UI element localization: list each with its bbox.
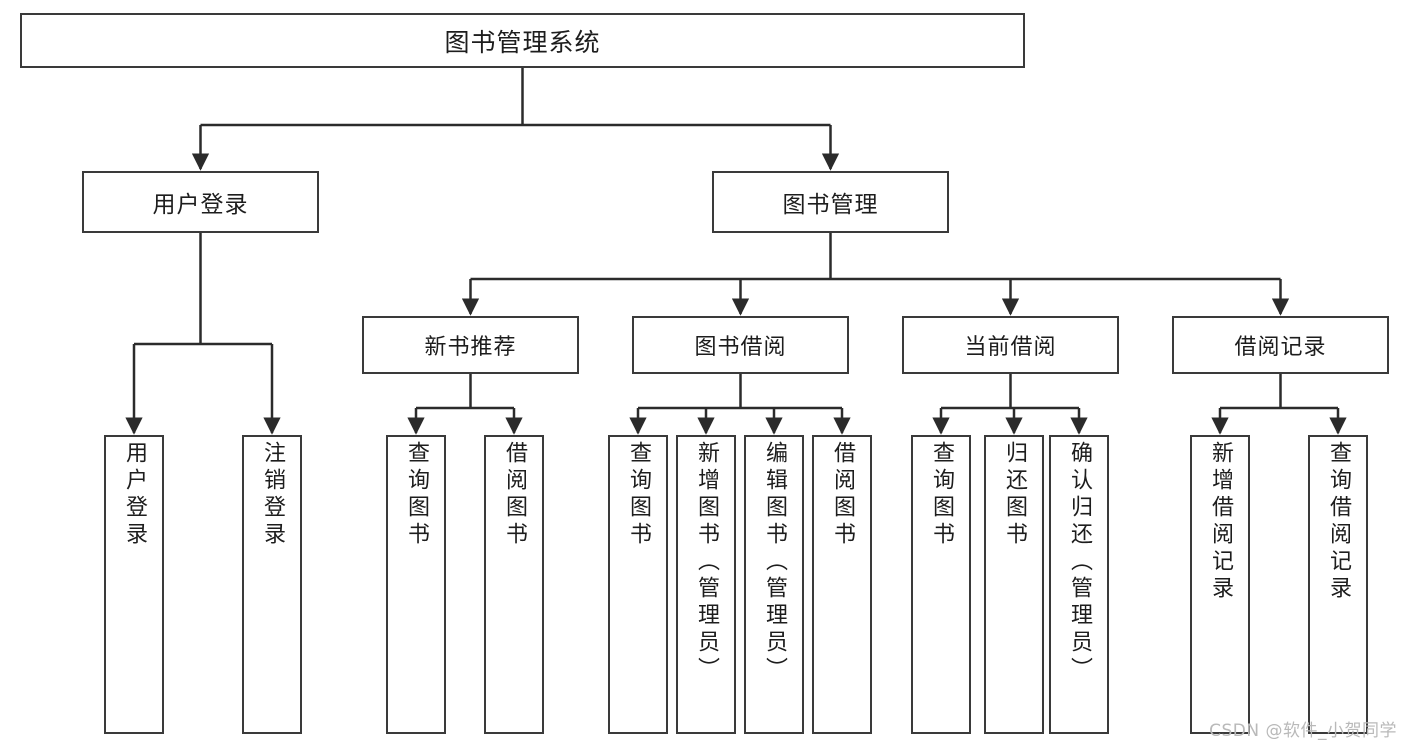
node-leaf-1[interactable]: 用户登录 bbox=[104, 435, 164, 734]
node-label: 新增借阅记录 bbox=[1208, 441, 1233, 603]
node-label: 编辑图书（管理员） bbox=[762, 441, 787, 684]
node-leaf-4[interactable]: 借阅图书 bbox=[484, 435, 544, 734]
node-l2-1[interactable]: 用户登录 bbox=[82, 171, 319, 233]
node-label: 查询借阅记录 bbox=[1326, 441, 1351, 603]
node-leaf-6[interactable]: 新增图书（管理员） bbox=[676, 435, 736, 734]
node-label: 查询图书 bbox=[404, 441, 429, 549]
node-label: 归还图书 bbox=[1002, 441, 1027, 549]
node-label: 用户登录 bbox=[152, 192, 249, 218]
node-label: 借阅图书 bbox=[830, 441, 855, 549]
node-label: 图书管理 bbox=[782, 192, 879, 218]
node-label: 借阅记录 bbox=[1234, 335, 1327, 360]
node-label: 注销登录 bbox=[260, 441, 285, 549]
node-leaf-13[interactable]: 查询借阅记录 bbox=[1308, 435, 1368, 734]
node-label: 查询图书 bbox=[626, 441, 651, 549]
node-root[interactable]: 图书管理系统 bbox=[20, 13, 1025, 68]
edge-group bbox=[125, 68, 1347, 435]
node-label: 用户登录 bbox=[122, 441, 147, 549]
watermark-label: CSDN @软件_小贺同学 bbox=[1209, 721, 1397, 741]
node-label: 图书借阅 bbox=[694, 335, 787, 360]
node-label: 新增图书（管理员） bbox=[694, 441, 719, 684]
node-l3-2[interactable]: 图书借阅 bbox=[632, 316, 849, 374]
node-l3-3[interactable]: 当前借阅 bbox=[902, 316, 1119, 374]
node-leaf-12[interactable]: 新增借阅记录 bbox=[1190, 435, 1250, 734]
node-label: 确认归还（管理员） bbox=[1067, 441, 1092, 684]
node-l2-2[interactable]: 图书管理 bbox=[712, 171, 949, 233]
node-leaf-7[interactable]: 编辑图书（管理员） bbox=[744, 435, 804, 734]
node-label: 借阅图书 bbox=[502, 441, 527, 549]
node-leaf-11[interactable]: 确认归还（管理员） bbox=[1049, 435, 1109, 734]
node-label: 查询图书 bbox=[929, 441, 954, 549]
node-leaf-10[interactable]: 归还图书 bbox=[984, 435, 1044, 734]
node-l3-4[interactable]: 借阅记录 bbox=[1172, 316, 1389, 374]
node-leaf-5[interactable]: 查询图书 bbox=[608, 435, 668, 734]
node-label: 当前借阅 bbox=[964, 335, 1057, 360]
node-l3-1[interactable]: 新书推荐 bbox=[362, 316, 579, 374]
node-label: 新书推荐 bbox=[424, 335, 517, 360]
node-leaf-2[interactable]: 注销登录 bbox=[242, 435, 302, 734]
node-leaf-9[interactable]: 查询图书 bbox=[911, 435, 971, 734]
node-leaf-8[interactable]: 借阅图书 bbox=[812, 435, 872, 734]
node-leaf-3[interactable]: 查询图书 bbox=[386, 435, 446, 734]
node-label: 图书管理系统 bbox=[444, 27, 601, 57]
